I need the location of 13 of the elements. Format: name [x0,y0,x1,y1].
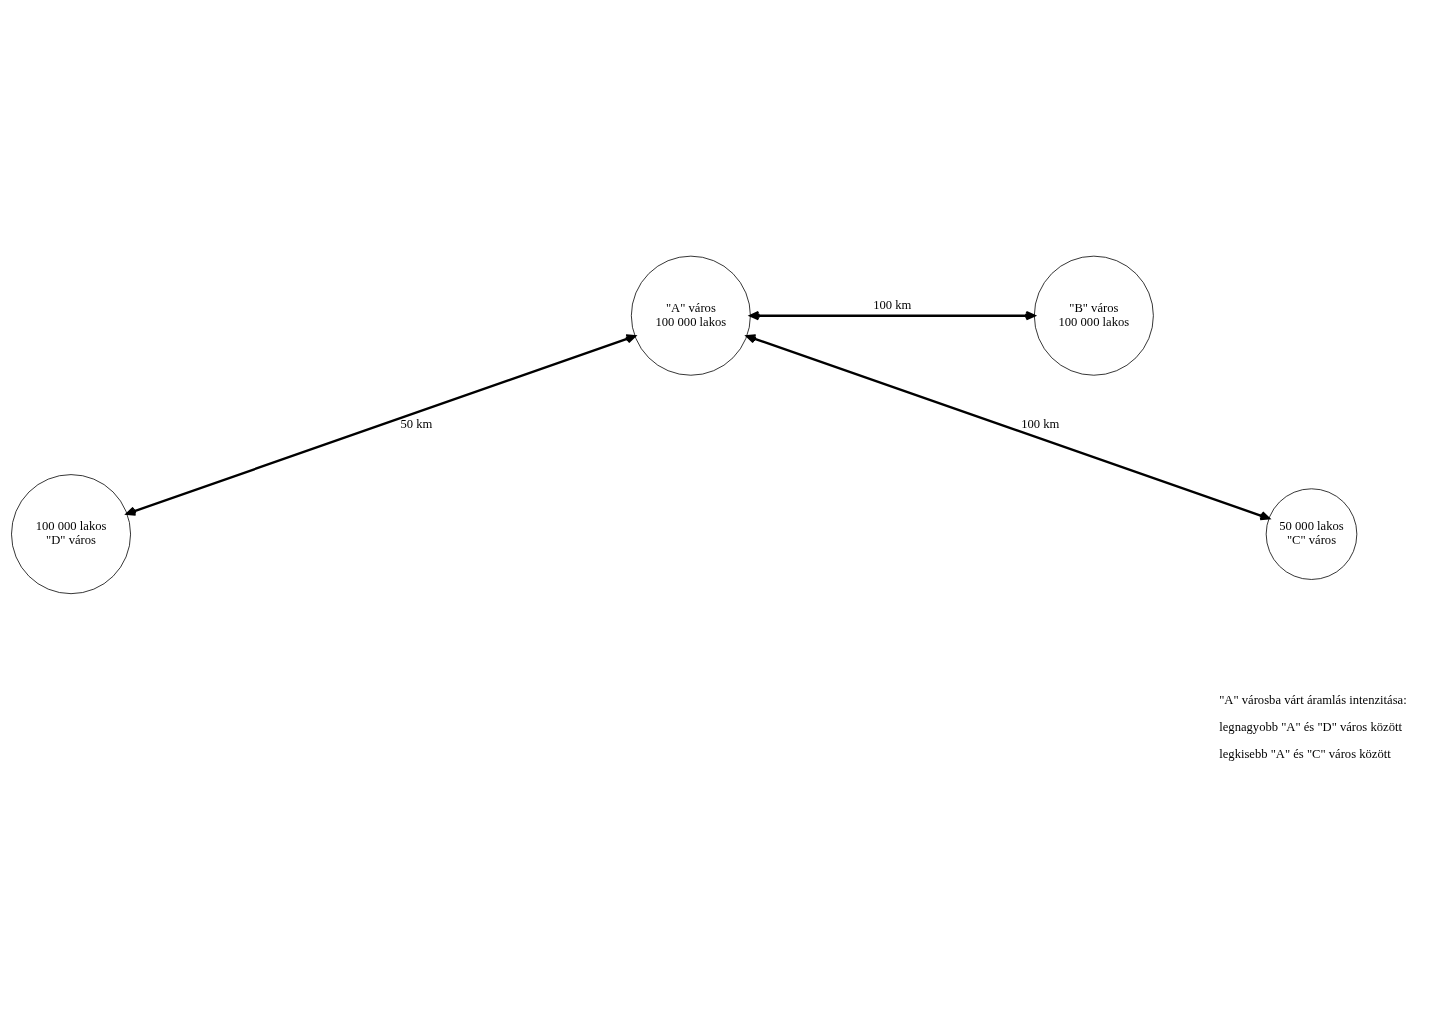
label: legkisebb "A" és "C" város között [1219,746,1391,761]
arrow [125,333,636,516]
node-circle: 50 000 lakos "C" város [1265,487,1358,580]
arrow [745,333,1270,520]
edge-label: 50 km [400,416,433,431]
label: "A" városba várt áramlás intenzitása: [1219,692,1407,707]
edge-label: 100 km [1021,416,1060,431]
node-circle: 100 000 lakos "D" város [11,473,131,594]
node-circle: "A" város 100 000 lakos [630,255,751,376]
label: legnagyobb "A" és "D" város között [1219,719,1402,734]
arrow [749,310,1036,320]
edge-label: 100 km [873,297,912,312]
node-circle: "B" város 100 000 lakos [1033,255,1154,376]
